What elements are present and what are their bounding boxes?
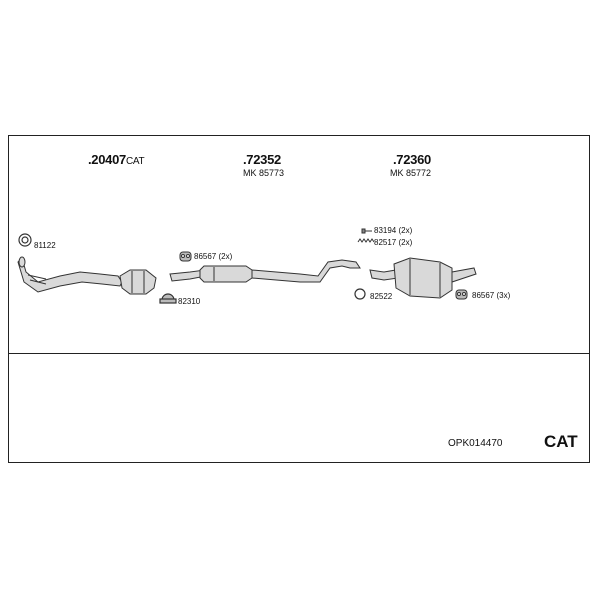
part-label-gasket-rear: 82522 bbox=[370, 292, 393, 301]
middle-pipe-rear bbox=[251, 259, 361, 283]
group-number-suffix: CAT bbox=[125, 156, 145, 167]
type-code: CAT bbox=[544, 432, 578, 451]
part-label-spring: 82517 (2x) bbox=[374, 238, 413, 247]
group-number-rear: .72360 bbox=[393, 152, 431, 167]
article-number: OPK014470 bbox=[448, 438, 503, 449]
tailpipe bbox=[451, 267, 477, 283]
group-subcode-rear: MK 85772 bbox=[390, 168, 432, 178]
center-silencer-body bbox=[199, 265, 253, 283]
catalytic-converter bbox=[119, 269, 157, 295]
front-pipe-catalyst bbox=[17, 256, 157, 295]
rear-pipe-inlet bbox=[369, 269, 399, 281]
rear-silencer-body bbox=[393, 257, 453, 299]
group-subcode-middle: MK 85773 bbox=[243, 168, 285, 178]
footer-divider bbox=[8, 353, 590, 354]
group-number-front: .20407CAT bbox=[88, 152, 145, 167]
part-label-hanger-front: 86567 (2x) bbox=[194, 252, 233, 261]
drawing-frame bbox=[8, 135, 590, 463]
rubber-hanger-icon bbox=[455, 289, 468, 300]
rubber-hanger-icon bbox=[179, 251, 192, 262]
bolt-icon bbox=[361, 228, 372, 234]
group-number-text: .20407 bbox=[88, 152, 126, 167]
middle-silencer bbox=[169, 259, 361, 283]
clamp-icon bbox=[159, 293, 177, 304]
front-pipe bbox=[17, 257, 123, 293]
part-label-clamp: 82310 bbox=[178, 297, 201, 306]
part-label-hanger-rear: 86567 (3x) bbox=[472, 291, 511, 300]
part-label-gasket-front: 81122 bbox=[34, 241, 56, 250]
gasket-icon bbox=[18, 233, 32, 247]
group-number-middle: .72352 bbox=[243, 152, 281, 167]
spring-icon bbox=[357, 238, 375, 243]
part-label-bolt: 83194 (2x) bbox=[374, 226, 413, 235]
gasket-icon bbox=[354, 288, 366, 300]
rear-silencer bbox=[369, 257, 477, 299]
